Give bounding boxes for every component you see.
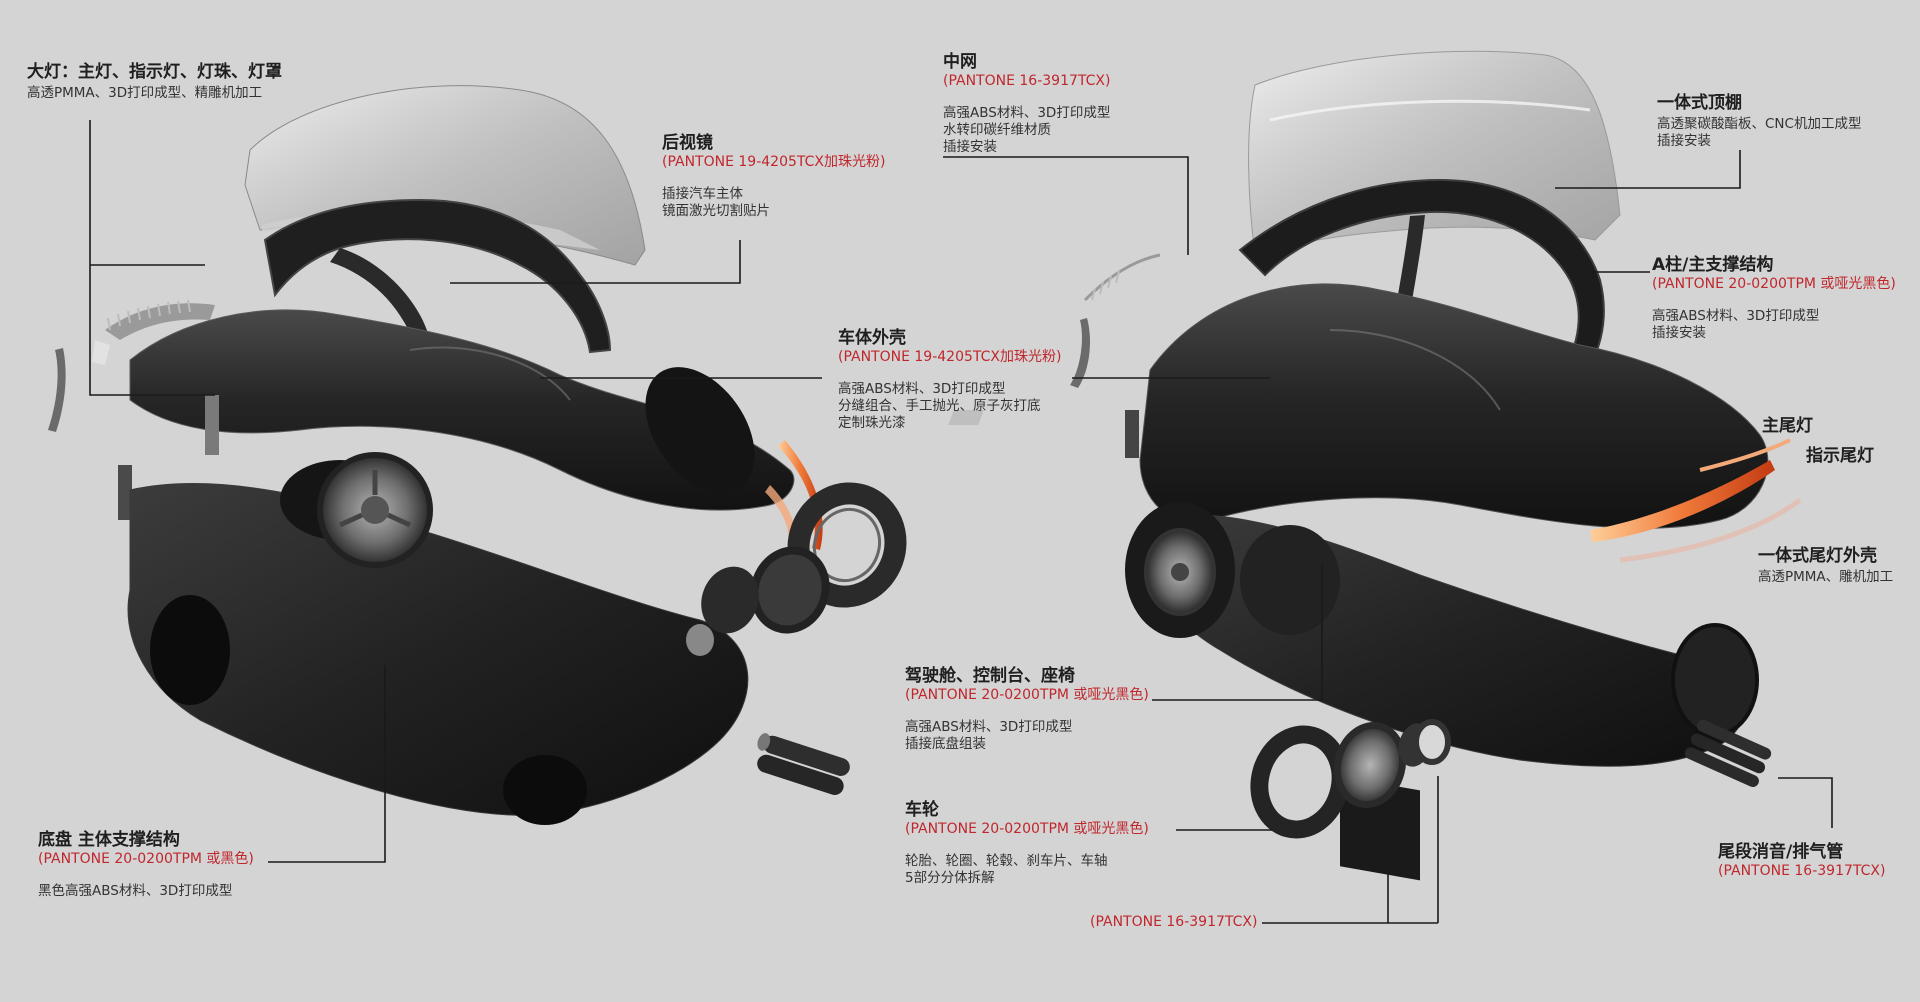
leader-chassis	[268, 665, 386, 863]
grille-desc: 高强ABS材料、3D打印成型 水转印碳纤维材质 插接安装	[943, 104, 1111, 155]
a-pillar-title: A柱/主支撑结构	[1652, 255, 1774, 275]
cockpit-title: 驾驶舱、控制台、座椅	[905, 666, 1075, 686]
body-shell-desc: 高强ABS材料、3D打印成型 分缝组合、手工抛光、原子灰打底 定制珠光漆	[838, 380, 1041, 431]
left-tire-ring	[787, 482, 907, 608]
right-tire-ring	[1250, 725, 1350, 839]
tail-housing-title: 一体式尾灯外壳	[1758, 546, 1877, 566]
label-tail-main: 主尾灯	[1762, 416, 1813, 437]
grille-pantone: (PANTONE 16-3917TCX)	[943, 73, 1111, 90]
wheel-desc: 轮胎、轮圈、轮毂、刹车片、车轴 5部分分体拆解	[905, 852, 1108, 886]
label-cockpit: 驾驶舱、控制台、座椅 (PANTONE 20-0200TPM 或哑光黑色) 高强…	[905, 666, 1149, 753]
label-headlight: 大灯：主灯、指示灯、灯珠、灯罩 高透PMMA、3D打印成型、精雕机加工	[27, 62, 282, 102]
label-roof: 一体式顶棚 高透聚碳酸酯板、CNC机加工成型 插接安装	[1657, 93, 1861, 150]
body-shell-title: 车体外壳	[838, 328, 906, 348]
leader-grille	[943, 156, 1189, 255]
label-tail-housing: 一体式尾灯外壳 高透PMMA、雕机加工	[1758, 546, 1893, 586]
exhaust-title: 尾段消音/排气管	[1718, 842, 1844, 862]
tail-main-title: 主尾灯	[1762, 416, 1813, 436]
leader-cockpit	[1152, 565, 1323, 701]
label-grille: 中网 (PANTONE 16-3917TCX) 高强ABS材料、3D打印成型 水…	[943, 52, 1110, 155]
wheel-pantone: (PANTONE 20-0200TPM 或哑光黑色)	[905, 821, 1149, 838]
chassis-pantone: (PANTONE 20-0200TPM 或黑色)	[38, 851, 254, 868]
leader-hub	[1262, 776, 1439, 924]
label-mirror: 后视镜 (PANTONE 19-4205TCX加珠光粉) 插接汽车主体 镜面激光…	[662, 133, 885, 220]
tail-housing-desc: 高透PMMA、雕机加工	[1758, 569, 1894, 586]
left-upper-frame	[263, 198, 612, 354]
cockpit-pantone: (PANTONE 20-0200TPM 或哑光黑色)	[905, 687, 1149, 704]
mirror-title: 后视镜	[662, 133, 713, 153]
label-hub-pantone: (PANTONE 16-3917TCX)	[1090, 914, 1257, 932]
label-wheel: 车轮 (PANTONE 20-0200TPM 或哑光黑色) 轮胎、轮圈、轮毂、刹…	[905, 800, 1149, 887]
roof-desc: 高透聚碳酸酯板、CNC机加工成型 插接安装	[1657, 116, 1862, 150]
leader-mirror	[450, 240, 741, 284]
headlight-desc: 高透PMMA、3D打印成型、精雕机加工	[27, 85, 263, 102]
chassis-title: 底盘 主体支撑结构	[38, 830, 180, 850]
hub-pantone: (PANTONE 16-3917TCX)	[1090, 914, 1258, 930]
leader-exhaust	[1778, 777, 1833, 828]
a-pillar-desc: 高强ABS材料、3D打印成型 插接安装	[1652, 307, 1820, 341]
tail-indicator-title: 指示尾灯	[1806, 446, 1874, 466]
label-chassis: 底盘 主体支撑结构 (PANTONE 20-0200TPM 或黑色) 黑色高强A…	[38, 830, 254, 900]
wheel-title: 车轮	[905, 800, 939, 820]
mirror-pantone: (PANTONE 19-4205TCX加珠光粉)	[662, 154, 886, 171]
body-shell-pantone: (PANTONE 19-4205TCX加珠光粉)	[838, 349, 1062, 366]
mirror-desc: 插接汽车主体 镜面激光切割贴片	[662, 185, 770, 219]
a-pillar-pantone: (PANTONE 20-0200TPM 或哑光黑色)	[1652, 276, 1896, 293]
label-tail-indicator: 指示尾灯	[1806, 446, 1874, 467]
label-body-shell: 车体外壳 (PANTONE 19-4205TCX加珠光粉) 高强ABS材料、3D…	[838, 328, 1061, 431]
grille-title: 中网	[943, 52, 977, 72]
right-body-shell	[1139, 283, 1769, 529]
label-a-pillar: A柱/主支撑结构 (PANTONE 20-0200TPM 或哑光黑色) 高强AB…	[1652, 255, 1896, 342]
left-car-exploded	[48, 85, 907, 825]
left-exhaust-pipes	[757, 733, 850, 795]
leader-roof	[1555, 150, 1741, 189]
leader-headlight	[89, 120, 215, 396]
cockpit-desc: 高强ABS材料、3D打印成型 插接底盘组装	[905, 718, 1073, 752]
right-exhaust-pipes	[1684, 719, 1772, 787]
left-body-shell	[129, 309, 795, 511]
right-rear-tire	[1671, 623, 1759, 737]
roof-title: 一体式顶棚	[1657, 93, 1742, 113]
leader-lines	[89, 120, 1833, 924]
headlight-title: 大灯：主灯、指示灯、灯珠、灯罩	[27, 62, 282, 82]
right-car-exploded	[948, 50, 1802, 881]
label-exhaust: 尾段消音/排气管 (PANTONE 16-3917TCX)	[1718, 842, 1885, 881]
exhaust-pantone: (PANTONE 16-3917TCX)	[1718, 863, 1886, 880]
chassis-desc: 黑色高强ABS材料、3D打印成型	[38, 882, 233, 899]
